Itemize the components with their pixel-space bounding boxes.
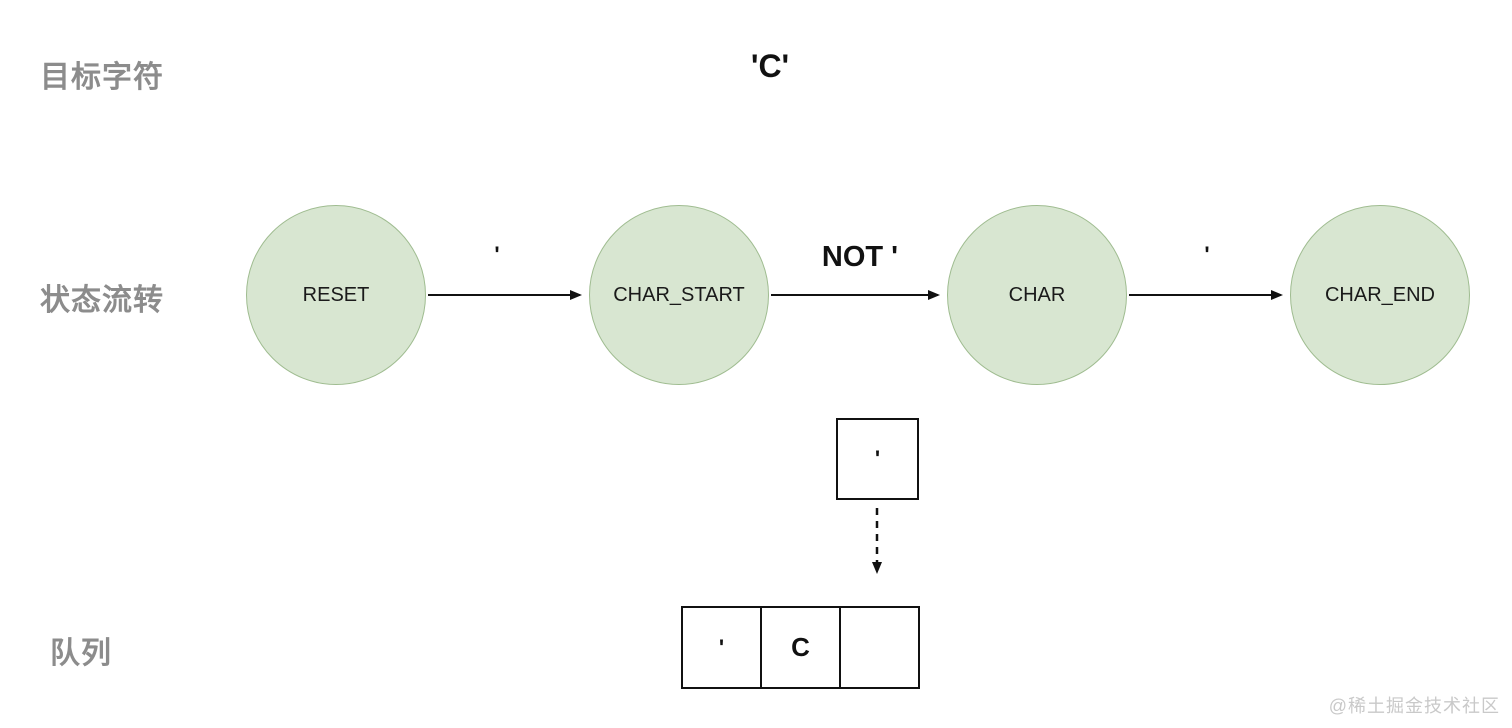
state-node-char-end: CHAR_END <box>1290 205 1470 385</box>
state-label: CHAR <box>1008 283 1066 306</box>
transition-label-quote-1: ' <box>494 242 500 267</box>
state-flow-row-label: 状态流转 <box>40 284 164 317</box>
queue: ' C <box>681 606 920 689</box>
token-box-value: ' <box>874 446 881 471</box>
state-label: CHAR_START <box>613 283 745 306</box>
watermark: @稀土掘金技术社区 <box>1328 696 1500 716</box>
state-label: CHAR_END <box>1324 283 1436 306</box>
target-char-row-label: 目标字符 <box>40 61 164 94</box>
transition-label-quote-2: ' <box>1204 242 1210 267</box>
target-char-value: 'C' <box>750 48 790 84</box>
queue-cell-value: ' <box>718 634 725 660</box>
state-label: RESET <box>302 283 370 306</box>
state-node-char-start: CHAR_START <box>589 205 769 385</box>
queue-row-label: 队列 <box>50 637 112 670</box>
queue-cell-0: ' <box>683 608 762 687</box>
state-node-reset: RESET <box>246 205 426 385</box>
token-box: ' <box>836 418 919 500</box>
queue-cell-value: C <box>791 632 810 662</box>
queue-cell-2 <box>841 608 918 687</box>
queue-cell-1: C <box>762 608 841 687</box>
transition-label-not-quote: NOT ' <box>821 241 899 273</box>
state-node-char: CHAR <box>947 205 1127 385</box>
